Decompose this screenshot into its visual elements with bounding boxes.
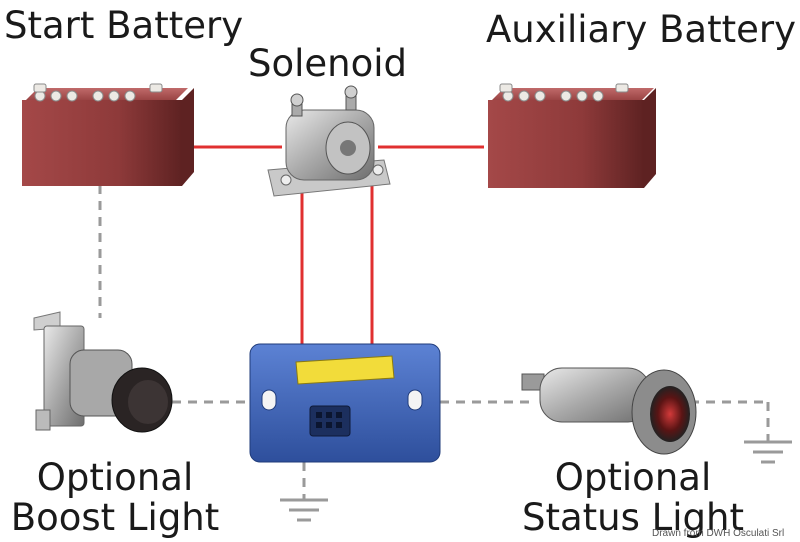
status-light-label: Optional Status Light [520,458,746,538]
wires [98,145,770,500]
ground-icon [280,498,328,522]
push-switch-icon [33,311,173,433]
controller-module-icon [249,343,441,463]
auxiliary-battery-label: Auxiliary Battery [486,8,796,51]
status-light-label-line1: Optional [554,456,712,499]
solenoid-label: Solenoid [248,42,408,85]
solenoid-icon [267,85,391,197]
indicator-lamp-icon [521,367,697,455]
start-battery-icon [22,83,194,186]
start-battery-label: Start Battery [4,4,244,47]
auxiliary-battery-icon [488,83,656,188]
image-credit: Drawn from DWH Osculati Srl [652,528,785,539]
boost-light-label: Optional Boost Light [10,458,220,538]
boost-light-label-line2: Boost Light [10,496,220,539]
ground-icon [744,440,792,464]
status-light-label-line2: Status Light [522,496,744,539]
boost-light-label-line1: Optional [36,456,194,499]
